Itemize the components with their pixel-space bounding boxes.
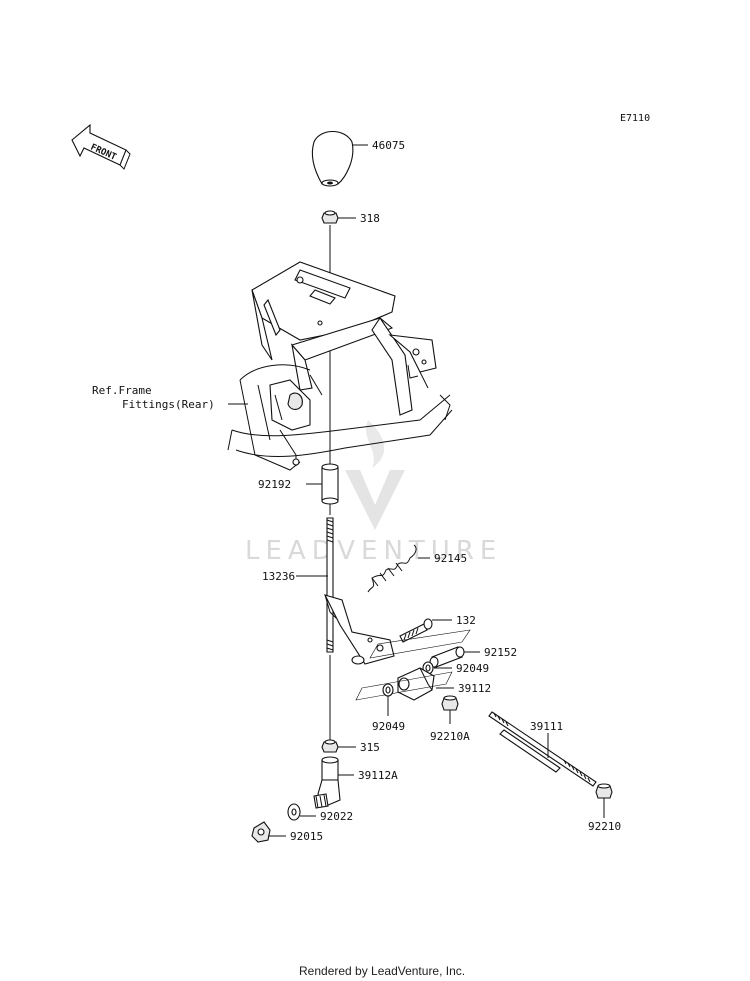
part-label-39112: 39112 (458, 682, 491, 695)
joint-39112 (397, 667, 435, 701)
nut-318 (321, 210, 339, 224)
part-label-92152: 92152 (484, 646, 517, 659)
joint-39112-shadow (355, 671, 453, 701)
part-label-315: 315 (360, 741, 380, 754)
part-label-92210A: 92210A (430, 730, 470, 743)
joint-39112A (313, 756, 341, 809)
diagram-code: E7110 (620, 113, 650, 124)
part-label-92145: 92145 (434, 552, 467, 565)
part-label-39111: 39111 (530, 720, 563, 733)
watermark-text: LEADVENTURE (245, 536, 502, 566)
washer-92022 (287, 803, 301, 821)
collar-92192 (321, 463, 339, 505)
frame-bracket (227, 261, 453, 471)
rod-39111 (488, 711, 597, 787)
part-label-92210: 92210 (588, 820, 621, 833)
part-label-92022: 92022 (320, 810, 353, 823)
part-label-46075: 46075 (372, 139, 405, 152)
footer-credit: Rendered by LeadVenture, Inc. (299, 964, 465, 978)
part-label-13236: 13236 (262, 570, 295, 583)
spring-92145 (367, 544, 417, 593)
part-label-92015: 92015 (290, 830, 323, 843)
bolt-132 (399, 618, 433, 643)
nut-92210 (595, 783, 613, 799)
part-label-39112A: 39112A (358, 769, 398, 782)
washer-92049-lower (382, 683, 394, 697)
nut-315 (321, 739, 339, 753)
front-arrow-icon: FRONT (71, 123, 131, 170)
ref-label-line1: Ref.Frame (92, 384, 152, 397)
part-label-318: 318 (360, 212, 380, 225)
part-label-92049-upper: 92049 (456, 662, 489, 675)
ref-label-line2: Fittings(Rear) (122, 398, 215, 411)
nut-92210A (441, 695, 459, 711)
part-label-132: 132 (456, 614, 476, 627)
bolt-132-shadow (369, 629, 471, 659)
watermark-logo (345, 420, 405, 530)
part-label-92049-lower: 92049 (372, 720, 405, 733)
nut-92015 (251, 821, 271, 843)
knob-46075 (311, 130, 354, 187)
part-label-92192: 92192 (258, 478, 291, 491)
